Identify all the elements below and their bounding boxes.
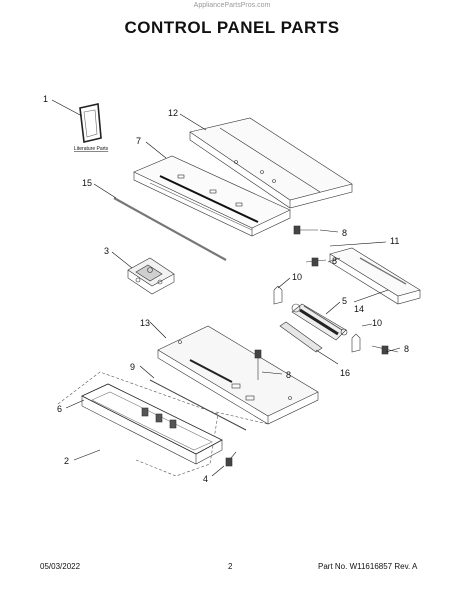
- literature-booklet: [79, 103, 102, 143]
- footer-part-number: Part No. W11616857 Rev. A: [318, 562, 418, 571]
- callout-13: 13: [140, 318, 150, 328]
- small-bracket-right: [351, 333, 361, 353]
- control-board: [157, 325, 319, 425]
- watermark: AppliancePartsPros.com: [193, 2, 271, 9]
- control-panel-bracket: [133, 155, 291, 237]
- footer-page-number: 2: [228, 562, 233, 571]
- screw-8d: [254, 349, 262, 380]
- callout-7: 7: [136, 136, 141, 146]
- callout-12: 12: [168, 108, 178, 118]
- screw-8c: [371, 345, 399, 355]
- mounting-bracket-assembly: [127, 257, 175, 295]
- callout-4: 4: [203, 474, 208, 484]
- screw-8b: [305, 257, 327, 267]
- callout-9: 9: [130, 362, 135, 372]
- callout-3: 3: [104, 246, 109, 256]
- footer-date: 05/03/2022: [40, 562, 81, 571]
- fan-motor-assembly: [291, 303, 348, 341]
- display-bezel: [149, 379, 247, 431]
- callout-15: 15: [82, 178, 92, 188]
- callout-11: 11: [390, 236, 399, 246]
- callout-16: 16: [340, 368, 350, 378]
- screw-8a: [293, 225, 318, 235]
- literature-parts-label: Literature Parts: [74, 146, 109, 152]
- side-bracket: [329, 247, 421, 305]
- callout-8-right: 8: [404, 344, 409, 354]
- callout-8-board: 8: [286, 370, 291, 380]
- trim-strip: [113, 197, 227, 261]
- callout-10-right: 10: [372, 318, 382, 328]
- callout-10-left: 10: [292, 272, 302, 282]
- callout-6: 6: [57, 404, 62, 414]
- callout-1: 1: [43, 94, 48, 104]
- callout-2: 2: [64, 456, 69, 466]
- callout-8-top: 8: [342, 228, 347, 238]
- callout-14: 14: [354, 304, 364, 314]
- small-bracket-left: [273, 285, 283, 305]
- page-title: CONTROL PANEL PARTS: [124, 18, 340, 37]
- control-panel-frame: [81, 383, 223, 465]
- screw-4: [225, 451, 237, 467]
- control-top-cover: [189, 117, 353, 209]
- assembly-guide-lines: [57, 371, 269, 477]
- callout-8-mid: 8: [332, 256, 337, 266]
- leader-lines: [51, 99, 401, 477]
- filter-strip: [279, 321, 323, 353]
- callout-5: 5: [342, 296, 347, 306]
